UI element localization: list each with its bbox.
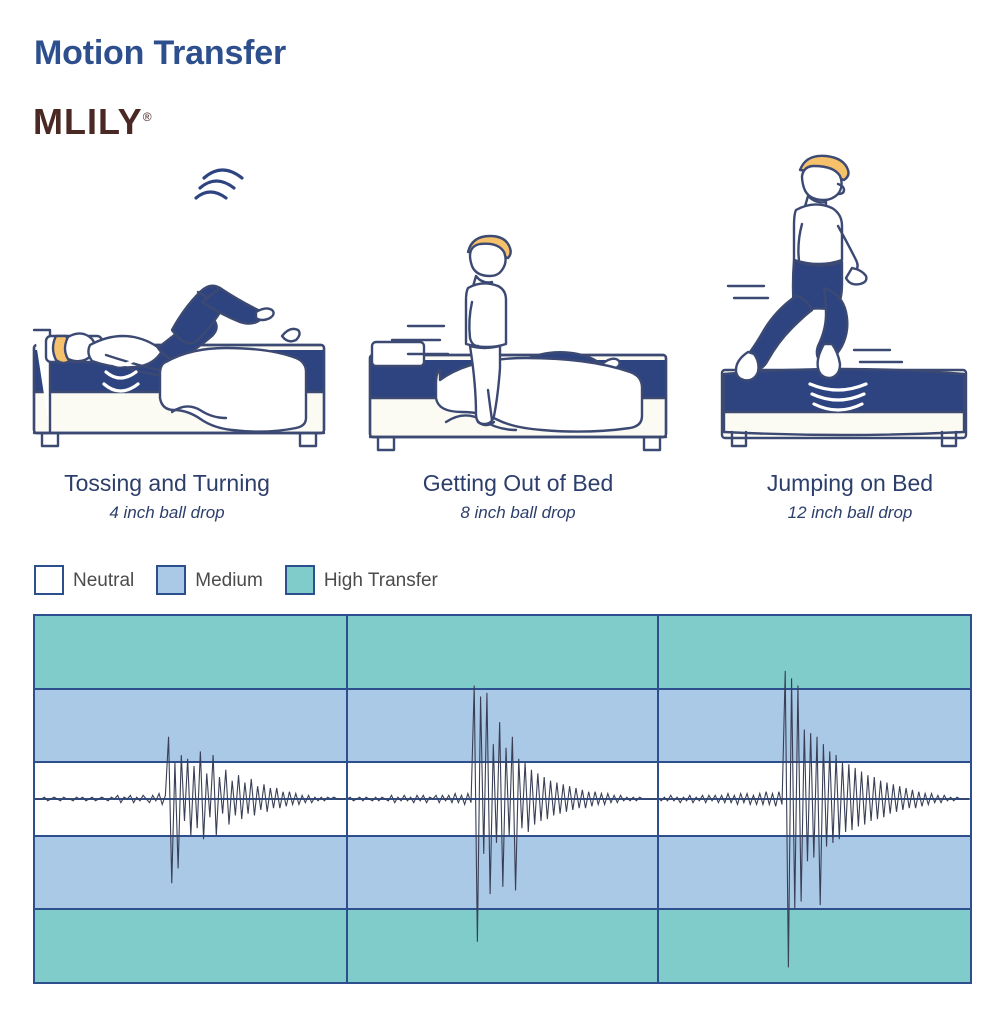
chart-divider-1 [345,616,348,982]
legend-label: Medium [195,569,263,591]
legend-item-high-transfer: High Transfer [284,565,438,595]
caption-subtitle: 12 inch ball drop [787,503,913,522]
illustration-getting-out-of-bed [362,140,682,460]
motion-waves-upper [194,168,244,200]
legend-swatch-high-transfer [284,565,315,595]
legend-swatch-neutral [34,565,64,595]
legend-item-neutral: Neutral [34,565,134,595]
chart-panel-tossing-and-turning [35,616,347,982]
legend-item-medium: Medium [156,565,263,595]
caption-subtitle: 4 inch ball drop [109,503,225,522]
registered-trademark-icon: ® [142,110,153,124]
motion-transfer-chart [33,614,972,984]
mlily-logo: MLILY® [33,104,153,140]
illustration-row [0,140,1005,460]
page-title: Motion Transfer [34,34,287,72]
chart-band-separator [35,688,970,691]
chart-band-separator [35,761,970,764]
legend-swatch-medium [156,565,187,595]
waveform-trace [35,737,347,883]
motion-waves-mattress [808,382,868,412]
logo-wordmark: MLILY [33,101,143,142]
caption-getting-out-of-bed: Getting Out of Bed 8 inch ball drop [368,468,668,526]
legend-label: Neutral [73,569,135,591]
waveform-trace [347,686,659,942]
caption-tossing-and-turning: Tossing and Turning 4 inch ball drop [22,468,312,526]
caption-row: Tossing and Turning 4 inch ball drop Get… [0,468,1005,538]
waveform-trace [658,671,970,967]
motion-lines [390,324,450,356]
motion-lines-left [726,284,770,300]
caption-subtitle: 8 inch ball drop [460,503,576,522]
illustration-jumping-on-bed [712,140,992,460]
caption-title: Jumping on Bed [766,470,934,496]
motion-waves-mattress [102,358,140,393]
chart-panel-jumping-on-bed [658,616,971,982]
chart-band-high-transfer [35,908,970,982]
caption-title: Getting Out of Bed [422,470,614,496]
chart-band-separator [35,834,970,837]
chart-band-high-transfer [35,616,970,690]
legend-label: High Transfer [323,569,438,591]
illustration-tossing-and-turning [20,140,340,460]
chart-band-separator [35,907,970,910]
motion-lines-right [852,348,904,364]
chart-band-medium [35,689,970,763]
caption-jumping-on-bed: Jumping on Bed 12 inch ball drop [700,468,1000,526]
chart-panel-getting-out-of-bed [346,616,659,982]
chart-panels [35,616,971,982]
caption-title: Tossing and Turning [64,470,270,496]
legend: Neutral Medium High Transfer [34,565,460,595]
chart-divider-2 [657,616,660,982]
